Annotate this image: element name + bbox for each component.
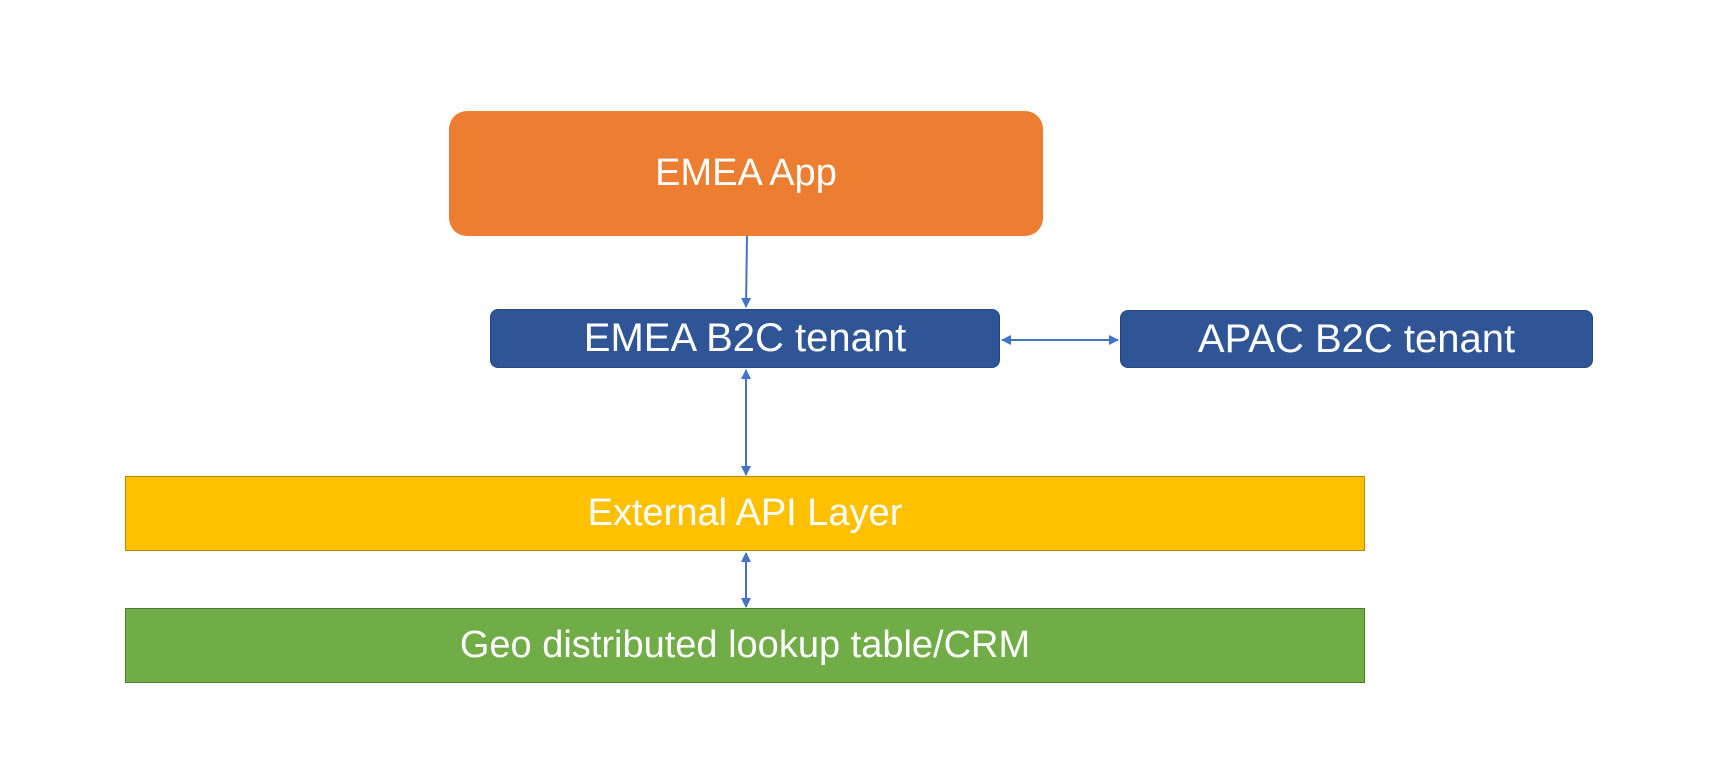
apac-b2c-tenant-label: APAC B2C tenant: [1197, 316, 1516, 361]
geo-lookup-table-label: Geo distributed lookup table/CRM: [459, 624, 1031, 666]
external-api-layer-label: External API Layer: [587, 492, 903, 534]
emea-b2c-tenant-label: EMEA B2C tenant: [583, 316, 907, 360]
apac-b2c-tenant-node: APAC B2C tenant: [1120, 310, 1593, 368]
geo-lookup-table-node: Geo distributed lookup table/CRM: [125, 608, 1365, 683]
external-api-layer-node: External API Layer: [125, 476, 1365, 551]
emea-app-label: EMEA App: [655, 152, 837, 194]
emea-app-node: EMEA App: [449, 111, 1043, 236]
emea-b2c-tenant-node: EMEA B2C tenant: [490, 309, 1000, 368]
connector-app-to-emea-tenant: [741, 235, 752, 308]
